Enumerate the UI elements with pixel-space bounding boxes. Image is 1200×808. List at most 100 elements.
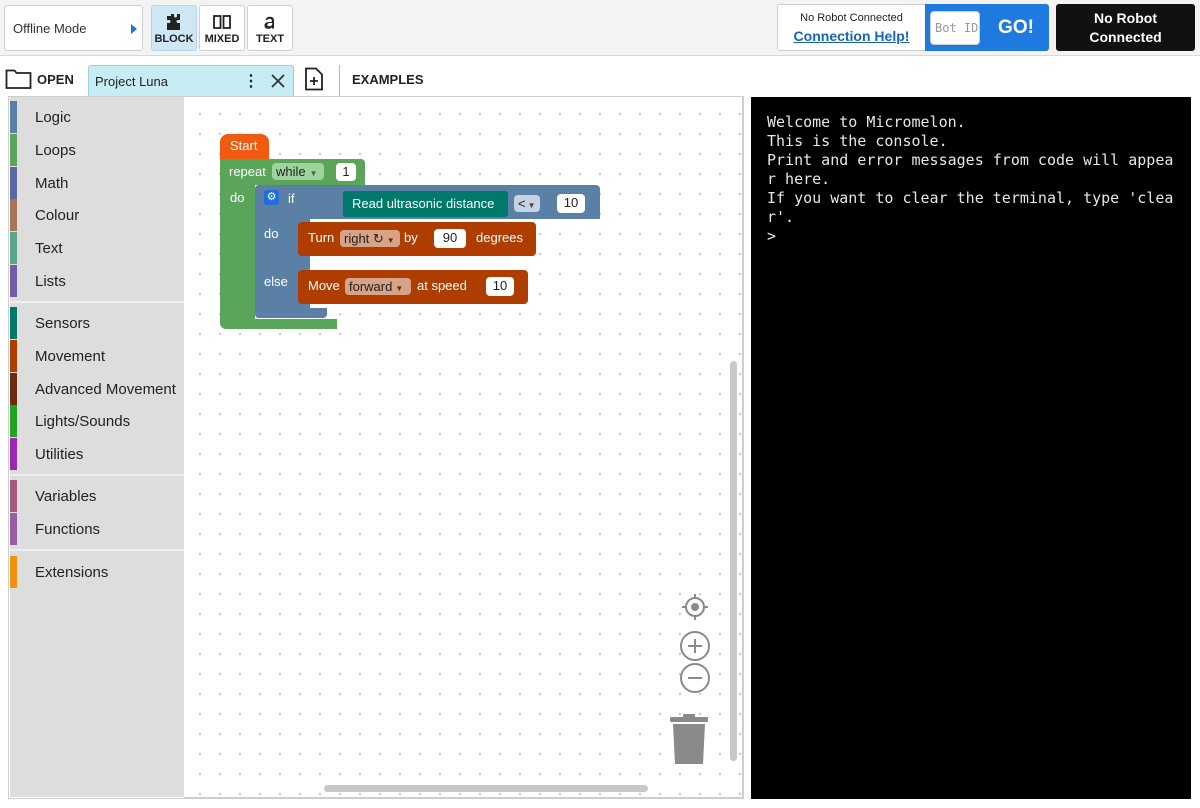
sensor-label: Read ultrasonic distance bbox=[352, 196, 494, 211]
category-loops[interactable]: Loops bbox=[10, 134, 184, 166]
robot-status-badge: No Robot Connected bbox=[1056, 4, 1195, 51]
console-prompt[interactable]: > bbox=[767, 227, 1175, 246]
zoom-in-icon[interactable] bbox=[679, 630, 711, 662]
category-functions[interactable]: Functions bbox=[10, 513, 184, 545]
gear-icon[interactable]: ⚙ bbox=[264, 190, 279, 205]
dropdown-caret-icon: ▼ bbox=[528, 201, 536, 210]
category-color-bar bbox=[10, 167, 17, 199]
mixed-view-button[interactable]: MIXED bbox=[199, 5, 245, 51]
trash-icon[interactable] bbox=[669, 714, 709, 766]
category-color-bar bbox=[10, 265, 17, 297]
by-label: by bbox=[404, 230, 418, 245]
block-view-button[interactable]: BLOCK bbox=[151, 5, 197, 51]
more-vertical-icon[interactable]: ⋮ bbox=[243, 66, 259, 97]
robot-status-text: No Robot Connected bbox=[1081, 9, 1171, 47]
category-color-bar bbox=[10, 232, 17, 264]
category-advanced-movement[interactable]: Advanced Movement bbox=[10, 373, 184, 405]
text-view-label: TEXT bbox=[256, 33, 284, 45]
folder-icon bbox=[5, 68, 32, 90]
category-color-bar bbox=[10, 199, 17, 231]
open-label: OPEN bbox=[37, 72, 74, 87]
category-label: Movement bbox=[35, 348, 105, 365]
category-color-bar bbox=[10, 134, 17, 166]
repeat-while-block[interactable]: repeat while▼ 1 bbox=[220, 159, 365, 185]
repeat-label: repeat bbox=[229, 164, 266, 179]
puzzle-icon bbox=[152, 12, 196, 32]
category-color-bar bbox=[10, 373, 17, 405]
move-direction-dropdown[interactable]: forward▼ bbox=[345, 278, 411, 295]
category-label: Functions bbox=[35, 521, 100, 538]
category-label: Advanced Movement bbox=[35, 381, 176, 398]
start-label: Start bbox=[230, 138, 257, 153]
category-label: Colour bbox=[35, 207, 79, 224]
console-line: Print and error messages from code will … bbox=[767, 151, 1175, 189]
category-label: Logic bbox=[35, 109, 71, 126]
read-ultrasonic-block[interactable]: Read ultrasonic distance bbox=[343, 191, 508, 217]
compare-value-input[interactable]: 10 bbox=[557, 194, 585, 213]
category-color-bar bbox=[10, 556, 17, 588]
category-color-bar bbox=[10, 438, 17, 470]
vertical-scrollbar[interactable] bbox=[730, 361, 737, 761]
turn-label: Turn bbox=[308, 230, 334, 245]
category-text[interactable]: Text bbox=[10, 232, 184, 264]
if-block-footer bbox=[255, 308, 327, 318]
open-button[interactable]: OPEN bbox=[5, 67, 74, 91]
category-movement[interactable]: Movement bbox=[10, 340, 184, 372]
console-panel[interactable]: Welcome to Micromelon. This is the conso… bbox=[751, 97, 1191, 799]
text-view-button[interactable]: TEXT bbox=[247, 5, 293, 51]
category-label: Text bbox=[35, 240, 63, 257]
dropdown-caret-icon: ▼ bbox=[387, 236, 395, 245]
dropdown-caret-icon: ▼ bbox=[310, 169, 318, 178]
category-lists[interactable]: Lists bbox=[10, 265, 184, 297]
turn-block[interactable]: Turn right ↻▼ by 90 degrees bbox=[298, 222, 536, 256]
new-file-icon[interactable] bbox=[303, 67, 325, 91]
repeat-block-bottom bbox=[220, 319, 337, 329]
go-button[interactable]: GO! bbox=[987, 4, 1045, 51]
if-do-label: do bbox=[264, 226, 278, 241]
category-sensors[interactable]: Sensors bbox=[10, 307, 184, 339]
connection-status-text: No Robot Connected bbox=[778, 12, 925, 24]
bot-id-input[interactable]: Bot ID bbox=[930, 11, 980, 45]
degrees-label: degrees bbox=[476, 230, 523, 245]
go-panel: Bot ID GO! bbox=[925, 4, 1049, 51]
category-color-bar bbox=[10, 405, 17, 437]
tab-bar: OPEN Project Luna ⋮ EXAMPLES bbox=[0, 57, 1200, 97]
category-utilities[interactable]: Utilities bbox=[10, 438, 184, 470]
category-lights-sounds[interactable]: Lights/Sounds bbox=[10, 405, 184, 437]
speed-input[interactable]: 10 bbox=[486, 277, 514, 296]
connection-help-link[interactable]: Connection Help! bbox=[778, 28, 925, 44]
mode-select[interactable]: Offline Mode bbox=[4, 5, 143, 51]
move-block[interactable]: Move forward▼ at speed 10 bbox=[298, 270, 528, 304]
dropdown-caret-icon: ▼ bbox=[395, 284, 403, 293]
project-tab[interactable]: Project Luna ⋮ bbox=[88, 65, 294, 97]
recenter-icon[interactable] bbox=[680, 592, 710, 622]
start-block[interactable]: Start bbox=[220, 134, 269, 160]
horizontal-scrollbar[interactable] bbox=[324, 785, 648, 792]
toolbox: Logic Loops Math Colour Text Lists Senso… bbox=[10, 97, 184, 797]
split-view-icon bbox=[200, 12, 244, 32]
category-variables[interactable]: Variables bbox=[10, 480, 184, 512]
turn-direction-value: right ↻ bbox=[344, 231, 384, 246]
category-extensions[interactable]: Extensions bbox=[10, 556, 184, 588]
category-color-bar bbox=[10, 307, 17, 339]
block-workspace[interactable]: Start repeat while▼ 1 do ⚙ if do else Re… bbox=[184, 97, 743, 798]
zoom-out-icon[interactable] bbox=[679, 662, 711, 694]
category-math[interactable]: Math bbox=[10, 167, 184, 199]
console-line: If you want to clear the terminal, type … bbox=[767, 189, 1175, 227]
toolbox-divider bbox=[10, 301, 184, 303]
if-label: if bbox=[288, 191, 295, 206]
examples-button[interactable]: EXAMPLES bbox=[352, 72, 424, 87]
operator-value: < bbox=[518, 196, 526, 211]
close-icon[interactable] bbox=[271, 74, 285, 88]
operator-dropdown[interactable]: <▼ bbox=[514, 195, 540, 212]
repeat-do-label: do bbox=[230, 190, 244, 205]
repeat-count-input[interactable]: 1 bbox=[336, 163, 356, 181]
category-colour[interactable]: Colour bbox=[10, 199, 184, 231]
category-logic[interactable]: Logic bbox=[10, 101, 184, 133]
turn-direction-dropdown[interactable]: right ↻▼ bbox=[340, 230, 400, 247]
category-color-bar bbox=[10, 480, 17, 512]
category-color-bar bbox=[10, 340, 17, 372]
turn-amount-input[interactable]: 90 bbox=[434, 229, 466, 248]
while-dropdown[interactable]: while▼ bbox=[272, 163, 324, 180]
